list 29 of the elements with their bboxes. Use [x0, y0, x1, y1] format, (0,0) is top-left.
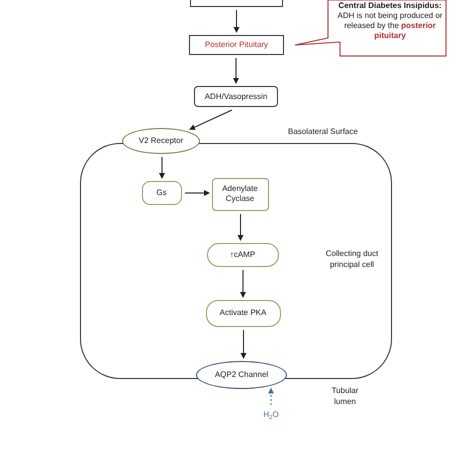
lumen-label: Tubular lumen	[330, 385, 360, 407]
arrow	[240, 270, 246, 298]
arrow	[234, 10, 240, 33]
node-label: Adenylate Cyclase	[221, 184, 259, 204]
callout-text: ADH is not being produced or released by the posterior pituitary	[336, 11, 444, 41]
node-label: Gs	[156, 186, 167, 198]
node-label: ↑cAMP	[230, 248, 256, 260]
node-label: Activate PKA	[220, 307, 266, 319]
arrow	[189, 110, 232, 130]
cell-label: Collecting duct principal cell	[324, 248, 380, 270]
process-box	[212, 178, 268, 210]
process-box	[142, 180, 182, 204]
node-label: V2 Receptor	[138, 135, 184, 147]
process-box	[206, 242, 278, 266]
arrow	[233, 58, 239, 84]
arrow	[268, 388, 274, 406]
node-label: ADH/Vasopressin	[204, 90, 268, 102]
process-box	[206, 300, 280, 326]
water-label: H$_{2}$O	[263, 409, 279, 421]
node-label: Posterior Pituitary	[204, 39, 268, 51]
arrow	[238, 214, 244, 241]
arrow	[159, 156, 165, 179]
node-label: AQP2 Channel	[214, 369, 268, 381]
arrow	[240, 330, 246, 360]
callout-title: Central Diabetes Insipidus:	[338, 1, 442, 11]
process-box	[194, 86, 278, 107]
surface-label: Basolateral Surface	[288, 126, 358, 138]
process-box	[189, 35, 284, 55]
arrow	[184, 190, 210, 196]
